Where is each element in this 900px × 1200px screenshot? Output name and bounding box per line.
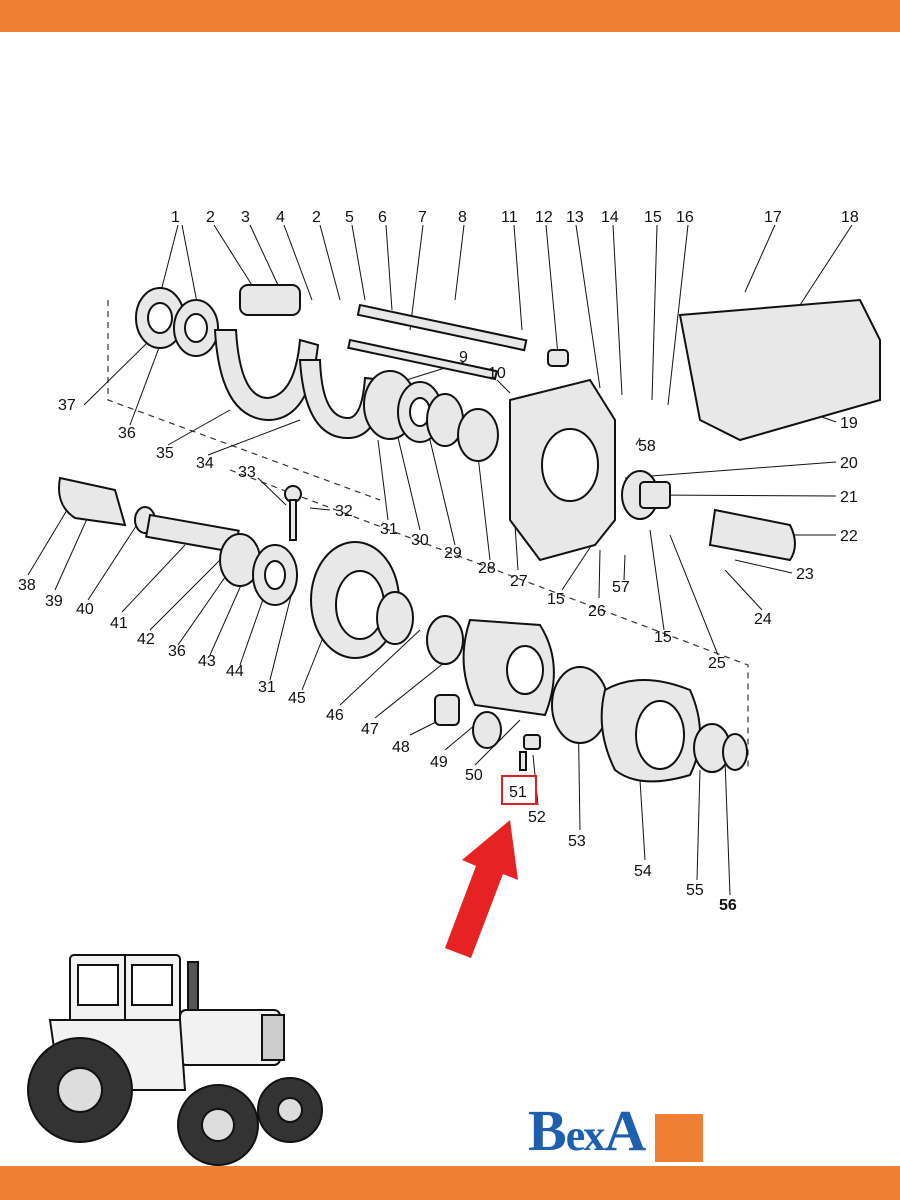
label-22: 22: [840, 528, 858, 545]
top-accent-bar: [0, 0, 900, 32]
shaft-9: [347, 338, 498, 381]
label-6: 6: [378, 209, 387, 226]
label-28: 28: [478, 560, 496, 577]
label-42: 42: [137, 631, 155, 648]
label-57: 57: [612, 579, 630, 596]
bottom-accent-bar: [0, 1166, 900, 1200]
label-9: 9: [459, 349, 468, 366]
label-11: 11: [501, 209, 518, 226]
shaft-21: [639, 481, 671, 509]
label-58: 58: [638, 438, 656, 455]
label-35: 35: [156, 445, 174, 462]
label-32: 32: [335, 503, 353, 520]
pin-52: [523, 734, 541, 750]
brand-square-icon: [655, 1114, 704, 1162]
label-19: 19: [840, 415, 858, 432]
label-47: 47: [361, 721, 379, 738]
label-1: 1: [171, 209, 180, 226]
sleeve-56: [722, 733, 748, 771]
brake-band-35: [213, 329, 320, 422]
pin-51: [519, 751, 527, 771]
highlighted-part-callout: 51: [501, 775, 537, 805]
label-7: 7: [418, 209, 427, 226]
label-25: 25: [708, 655, 726, 672]
coupling-38: [58, 476, 127, 527]
label-27: 27: [510, 573, 528, 590]
bushing-12: [547, 349, 569, 367]
label-18: 18: [841, 209, 859, 226]
label-55: 55: [686, 882, 704, 899]
label-31b: 31: [258, 679, 276, 696]
label-29: 29: [444, 545, 462, 562]
label-20: 20: [840, 455, 858, 472]
label-51: 51: [509, 784, 527, 801]
tractor-illustration: [27, 954, 323, 1166]
cover-17: [678, 298, 881, 442]
label-26: 26: [588, 603, 606, 620]
label-52: 52: [528, 809, 546, 826]
label-16: 16: [676, 209, 694, 226]
label-50: 50: [465, 767, 483, 784]
label-39: 39: [45, 593, 63, 610]
label-56: 56: [719, 897, 737, 914]
label-36b: 36: [168, 643, 186, 660]
bearing-47: [426, 615, 464, 665]
label-21: 21: [840, 489, 858, 506]
label-46: 46: [326, 707, 344, 724]
label-15c: 15: [654, 629, 672, 646]
label-2b: 2: [312, 209, 321, 226]
tractor-grille: [261, 1014, 285, 1061]
gear-46: [376, 591, 414, 645]
label-40: 40: [76, 601, 94, 618]
label-34: 34: [196, 455, 214, 472]
gear-49: [472, 711, 502, 749]
label-44: 44: [226, 663, 244, 680]
label-53: 53: [568, 833, 586, 850]
label-12: 12: [535, 209, 553, 226]
tube-22: [708, 508, 796, 562]
label-45: 45: [288, 690, 306, 707]
label-49: 49: [430, 754, 448, 771]
gear-28: [457, 408, 499, 462]
part-number-labels: 1 2 3 4 2 5 6 7 8 11 12 13 14 15 16 17 1…: [18, 209, 859, 914]
label-24: 24: [754, 611, 772, 628]
label-10: 10: [488, 365, 506, 382]
label-14: 14: [601, 209, 619, 226]
label-54: 54: [634, 863, 652, 880]
label-4: 4: [276, 209, 285, 226]
brand-logo: ВехА: [528, 1102, 704, 1164]
label-5: 5: [345, 209, 354, 226]
brand-name: ВехА: [528, 1098, 646, 1163]
label-15b: 15: [547, 591, 565, 608]
parts-upper-group: [135, 284, 881, 562]
label-33: 33: [238, 464, 256, 481]
label-8: 8: [458, 209, 467, 226]
red-arrow-icon: [445, 820, 518, 958]
label-41: 41: [110, 615, 128, 632]
bracket-3: [239, 284, 301, 316]
label-2: 2: [206, 209, 215, 226]
label-38: 38: [18, 577, 36, 594]
roller-48: [434, 694, 460, 726]
label-31: 31: [380, 521, 398, 538]
parts-lower-group: [58, 476, 748, 783]
label-48: 48: [392, 739, 410, 756]
label-3: 3: [241, 209, 250, 226]
leader-lines: [27, 224, 853, 896]
label-36: 36: [118, 425, 136, 442]
assembly-dashed-outline: [107, 300, 749, 770]
label-43: 43: [198, 653, 216, 670]
label-37: 37: [58, 397, 76, 414]
label-15: 15: [644, 209, 662, 226]
label-30: 30: [411, 532, 429, 549]
shaft-7: [356, 303, 528, 352]
label-13: 13: [566, 209, 584, 226]
label-17: 17: [764, 209, 782, 226]
label-23: 23: [796, 566, 814, 583]
gear-53: [551, 666, 609, 744]
highlight-box: [501, 775, 537, 805]
